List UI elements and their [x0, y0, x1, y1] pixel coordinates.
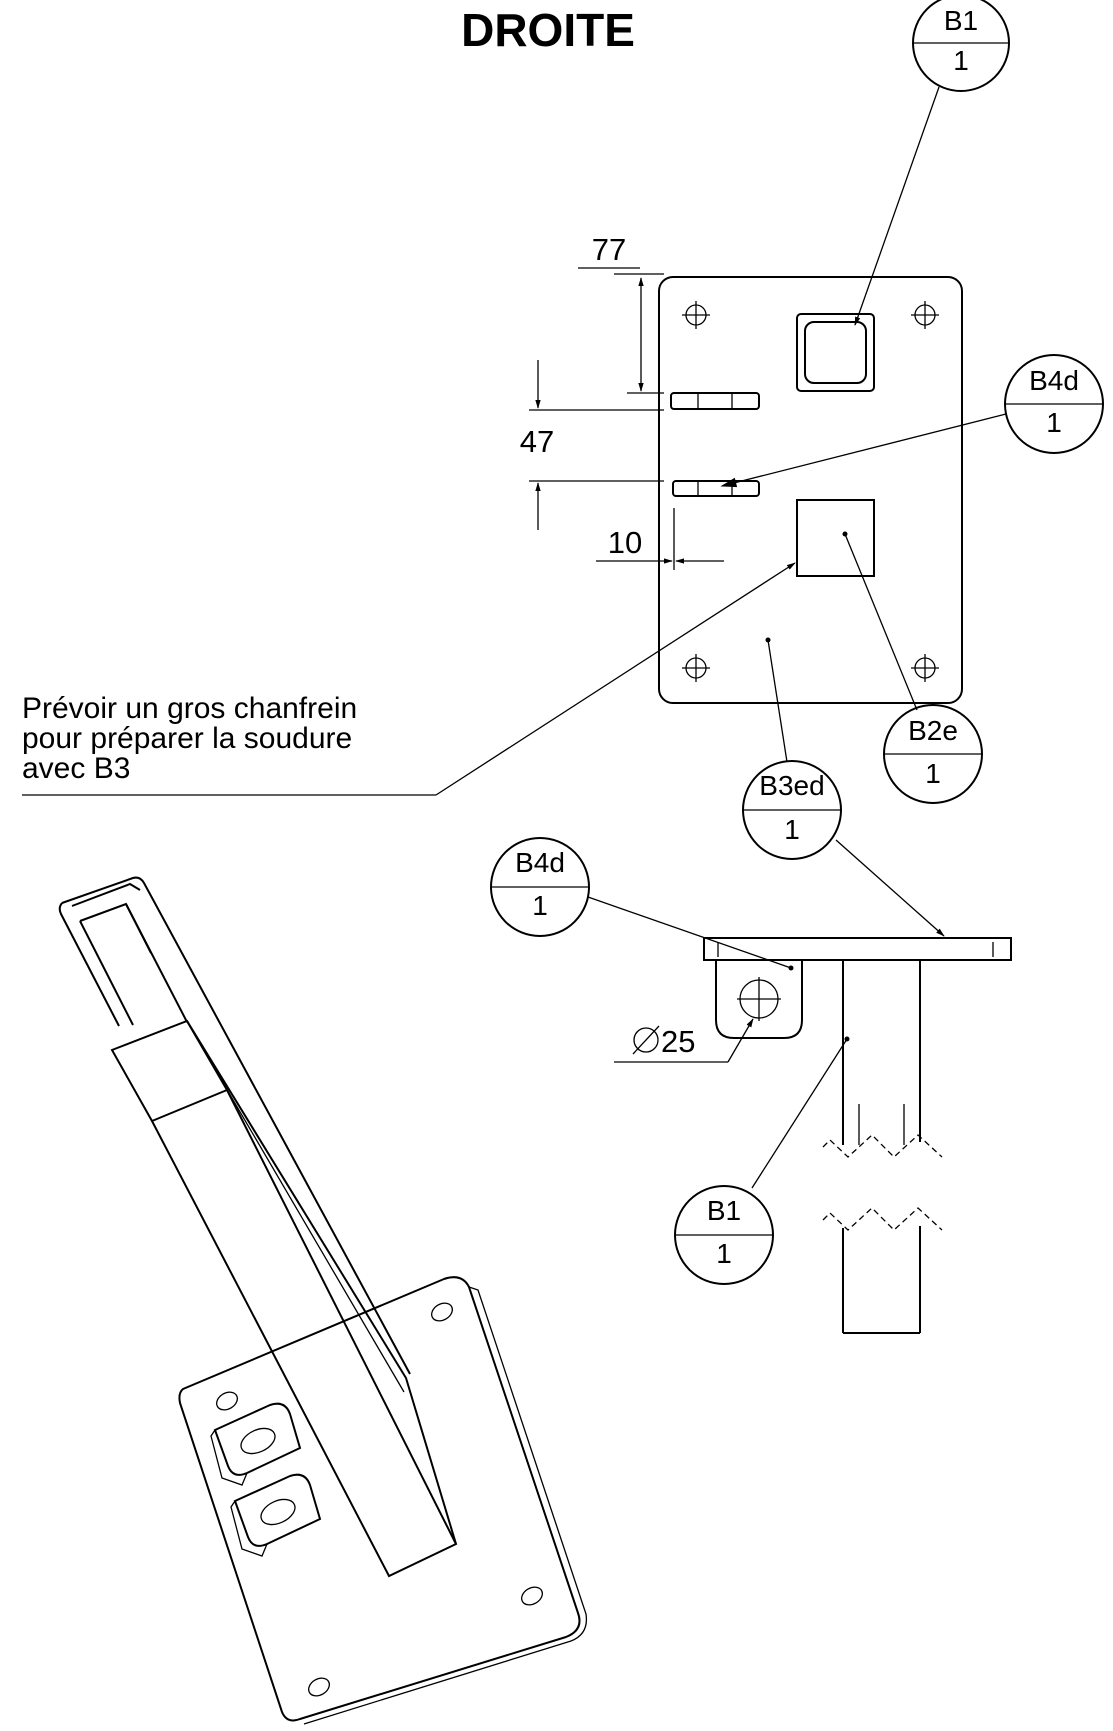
balloon-part: B2e — [908, 715, 958, 746]
dimension-label: 25 — [661, 1024, 695, 1059]
mounting-holes — [682, 301, 939, 682]
hole-icon — [682, 301, 710, 329]
note-line-1: Prévoir un gros chanfrein — [22, 692, 357, 725]
balloon-b1-side: B1 1 — [674, 1038, 848, 1285]
balloon-b4d-top: B4d 1 — [720, 354, 1104, 488]
lug-side — [715, 960, 803, 1039]
dimension-label: 47 — [520, 424, 554, 459]
balloon-qty: 1 — [716, 1238, 732, 1269]
plate-side — [703, 937, 1012, 961]
balloon-part: B4d — [515, 847, 565, 878]
balloon-qty: 1 — [953, 45, 969, 76]
dimension-77: 77 — [578, 232, 664, 394]
balloon-qty: 1 — [1046, 407, 1062, 438]
break-line-lower — [822, 1207, 943, 1231]
square-tube-section — [796, 313, 875, 392]
hole-icon — [216, 1391, 238, 1411]
dimension-label: 10 — [608, 525, 642, 560]
hole-icon — [308, 1677, 330, 1697]
balloon-part: B1 — [707, 1195, 741, 1226]
top-view: 77 47 10 Prévoir un gros chanfrein pour … — [22, 232, 963, 796]
balloon-part: B3ed — [759, 770, 824, 801]
hole-icon — [431, 1302, 453, 1322]
iso-base-plate — [178, 1276, 588, 1725]
balloon-qty: 1 — [784, 814, 800, 845]
balloon-part: B1 — [944, 5, 978, 36]
balloon-qty: 1 — [532, 890, 548, 921]
lug-top — [670, 392, 760, 410]
side-view: 25 — [614, 937, 1012, 1334]
weld-note: Prévoir un gros chanfrein pour préparer … — [22, 562, 796, 796]
hole-icon — [682, 654, 710, 682]
hole-icon — [911, 654, 939, 682]
isometric-view — [58, 876, 588, 1725]
square-block — [796, 499, 875, 577]
balloon-part: B4d — [1029, 365, 1079, 396]
lug-bottom — [672, 480, 760, 497]
balloon-b1-top: B1 1 — [854, 0, 1010, 326]
note-line-2: pour préparer la soudure — [22, 722, 352, 755]
hole-icon — [911, 301, 939, 329]
balloon-qty: 1 — [925, 758, 941, 789]
balloon-b3ed: B3ed 1 — [742, 639, 945, 937]
break-line-upper — [822, 1134, 943, 1158]
iso-lug-top — [210, 1402, 302, 1486]
iso-sleeve — [110, 1019, 458, 1578]
iso-square-tube — [58, 876, 411, 1375]
balloon-b2e: B2e 1 — [844, 533, 983, 804]
balloon-b4d-side: B4d 1 — [490, 837, 792, 969]
drawing-title: DROITE — [461, 4, 635, 56]
iso-lug-bottom — [230, 1473, 322, 1557]
dimension-label: 77 — [592, 232, 626, 267]
hole-icon — [521, 1586, 543, 1606]
dimension-10: 10 — [596, 508, 724, 570]
note-line-3: avec B3 — [22, 752, 130, 785]
base-plate-outline — [658, 276, 963, 704]
dimension-diameter: 25 — [614, 1018, 754, 1063]
dimension-47: 47 — [520, 360, 664, 530]
